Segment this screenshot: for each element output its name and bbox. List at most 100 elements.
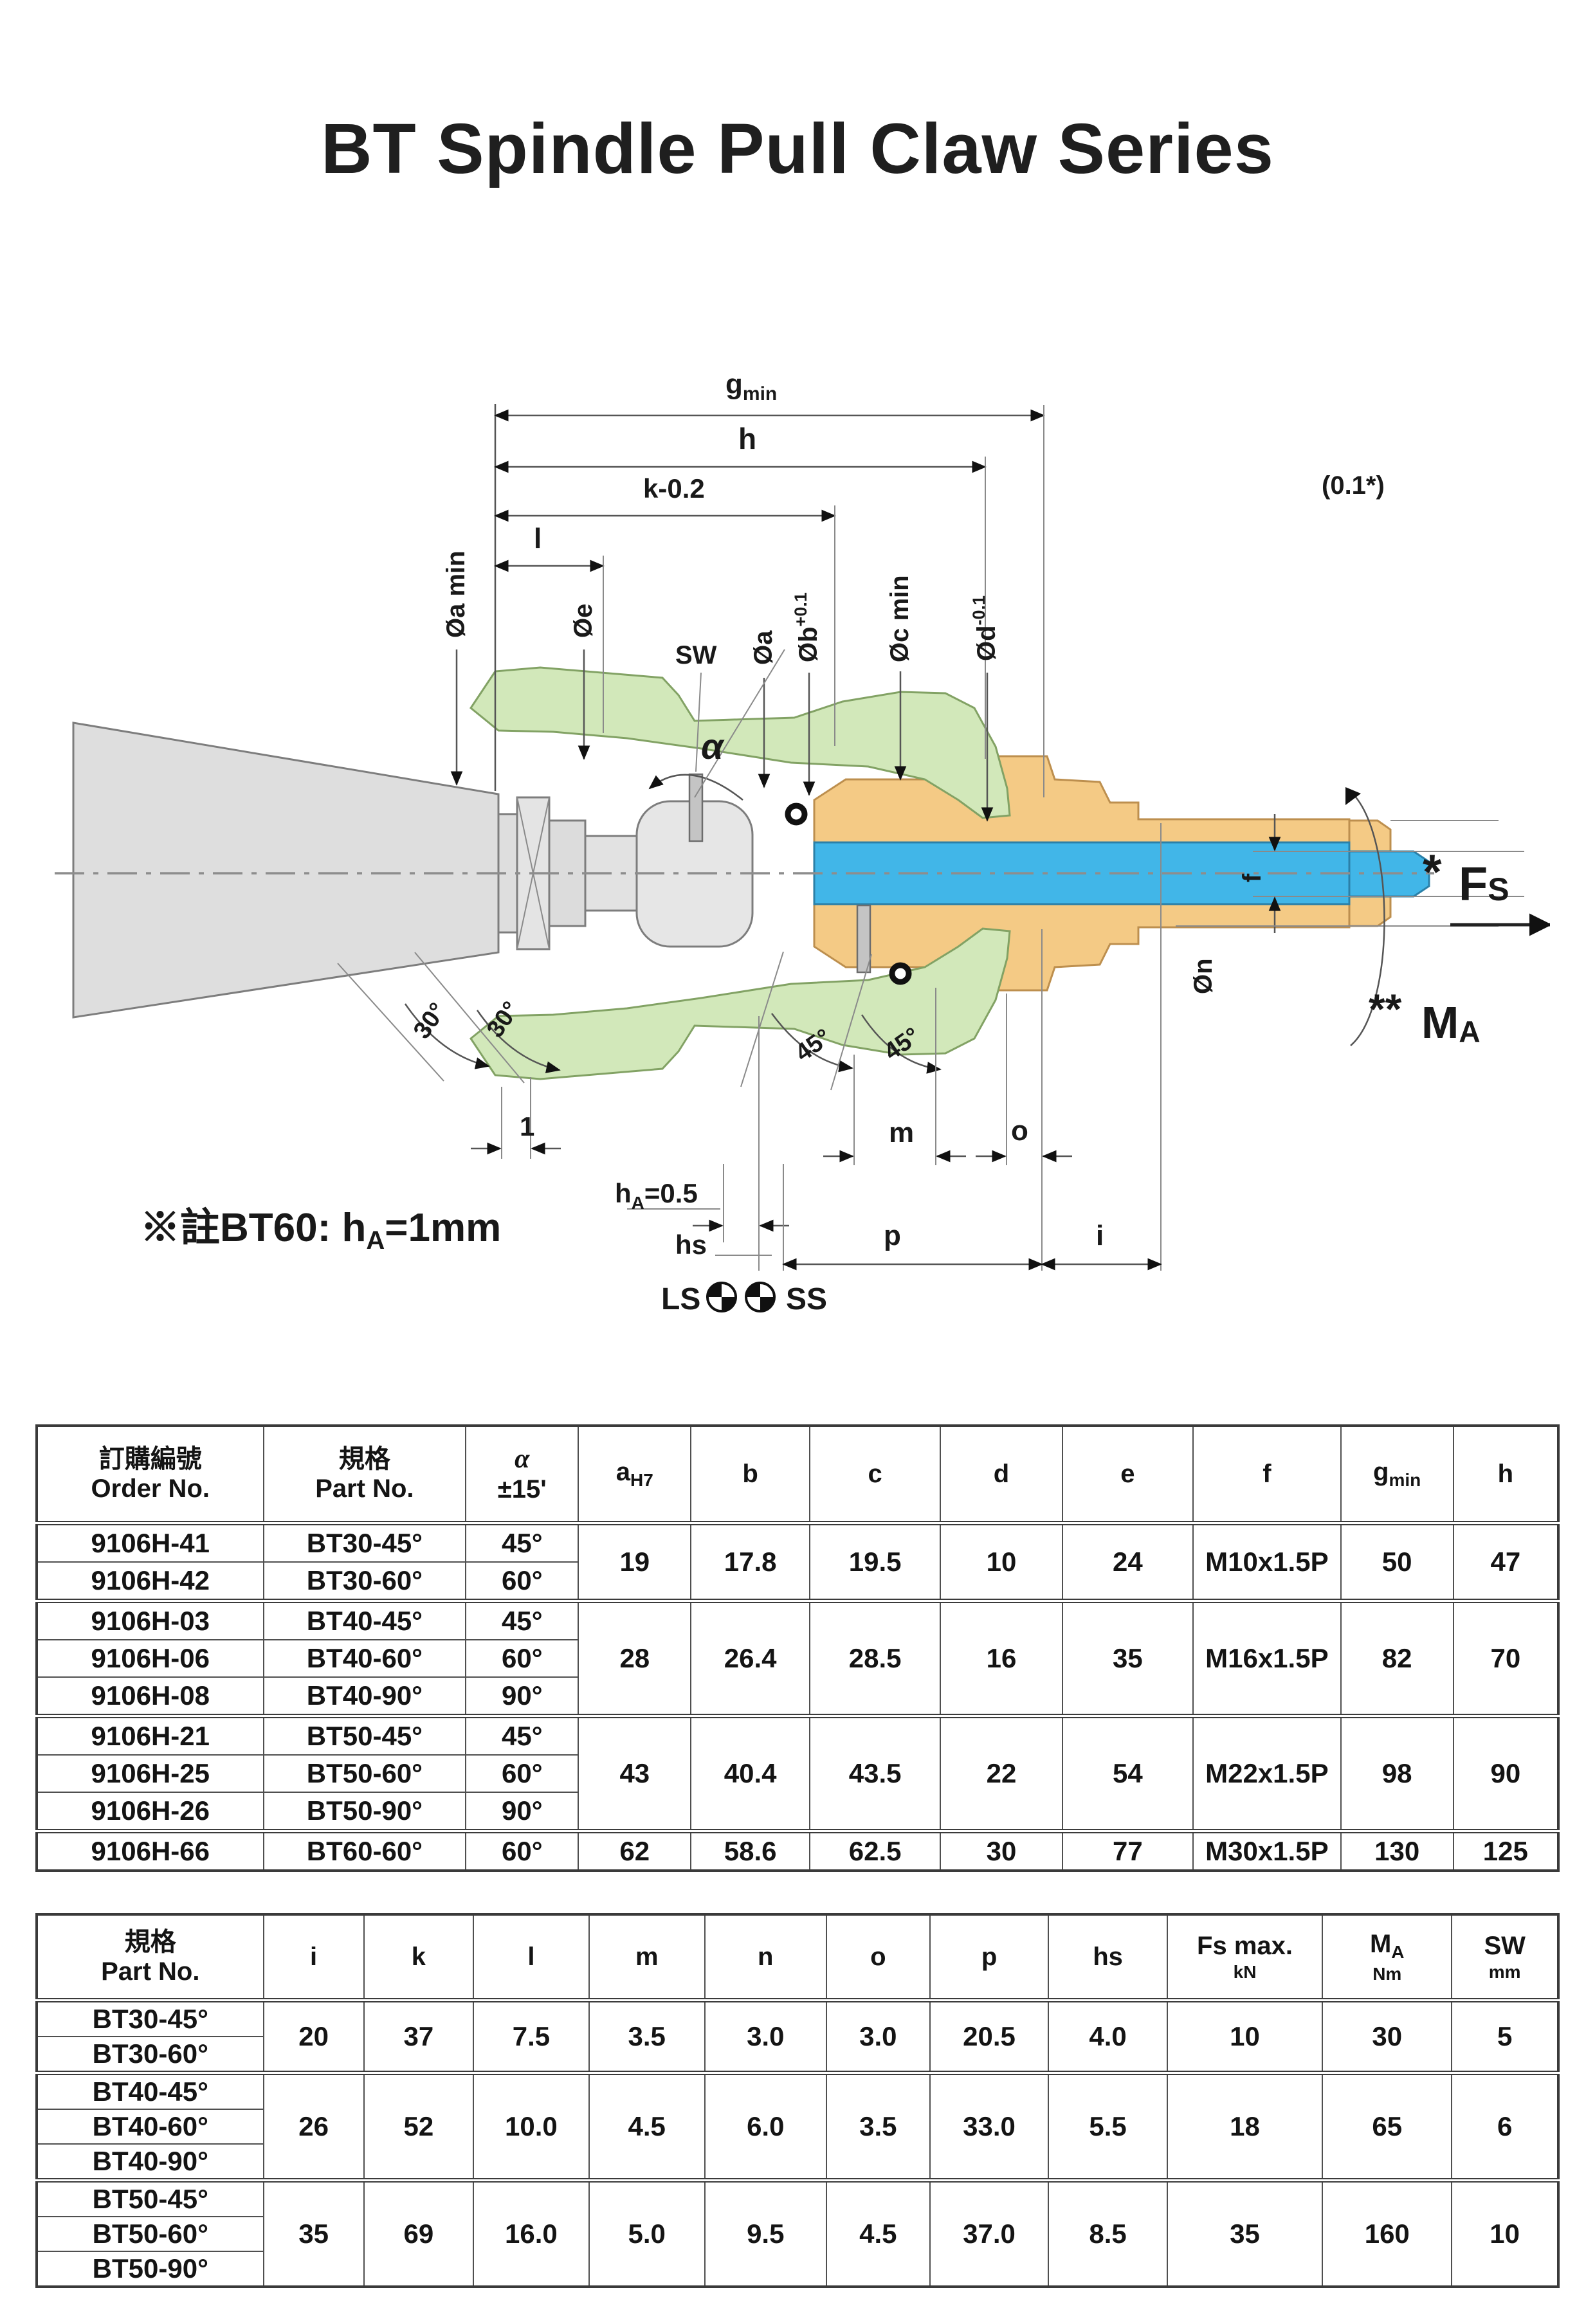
- dim-label-oe: Øe: [569, 604, 597, 638]
- val-g: 98: [1340, 1714, 1454, 1832]
- table-row: 9106H-26 BT50-90° 90°: [36, 1792, 1558, 1832]
- col-n: n: [704, 1914, 827, 2002]
- val-n: 3.0: [704, 1999, 827, 2074]
- datum-label-ls: LS: [661, 1282, 700, 1316]
- val-a: 19: [578, 1522, 692, 1602]
- val-l: 16.0: [473, 2178, 590, 2287]
- dimension-lines: [337, 404, 1550, 1271]
- part-no: BT40-90°: [262, 1676, 467, 1717]
- o-ring-markers: [785, 803, 912, 985]
- val-m: 3.5: [588, 1999, 706, 2074]
- val-fs: 10: [1166, 1999, 1324, 2074]
- val-n: 6.0: [704, 2071, 827, 2181]
- dim-label-i: i: [1096, 1220, 1104, 1251]
- table-row: 9106H-41 BT30-45° 45° 19 17.8 19.5 10 24…: [36, 1522, 1560, 1602]
- val-p: 37.0: [929, 2178, 1050, 2287]
- part-no: BT50-45°: [262, 1714, 467, 1756]
- torque-stars: **: [1369, 985, 1402, 1033]
- val-k: 52: [363, 2071, 475, 2181]
- datum-label-ss: SS: [786, 1282, 827, 1316]
- val-m: 4.5: [588, 2071, 706, 2181]
- val-b: 58.6: [690, 1829, 810, 1871]
- dim-label-ha: hA=0.5: [615, 1178, 698, 1213]
- val-f: M30x1.5P: [1192, 1829, 1342, 1871]
- val-c: 62.5: [808, 1829, 942, 1871]
- val-g: 50: [1340, 1522, 1454, 1602]
- val-h: 125: [1452, 1829, 1560, 1871]
- order-no: 9106H-08: [36, 1676, 264, 1717]
- col-e: e: [1061, 1425, 1194, 1525]
- part-no: BT40-45°: [36, 2071, 264, 2110]
- part-no: BT30-60°: [262, 1561, 467, 1602]
- part-no: BT50-45°: [36, 2178, 264, 2217]
- part-no: BT50-60°: [262, 1754, 467, 1793]
- val-p: 33.0: [929, 2071, 1050, 2181]
- val-i: 20: [262, 1999, 365, 2074]
- part-no: BT40-60°: [262, 1639, 467, 1678]
- table-row: 9106H-08 BT40-90° 90°: [36, 1676, 1558, 1717]
- part-no: BT40-90°: [36, 2143, 264, 2181]
- angle-label-30-1: 30°: [408, 998, 451, 1044]
- order-no: 9106H-41: [36, 1522, 264, 1563]
- val-i: 26: [262, 2071, 365, 2181]
- val-hs: 5.5: [1048, 2071, 1168, 2181]
- col-o: o: [825, 1914, 931, 2002]
- col-hs: hs: [1048, 1914, 1168, 2002]
- val-f: M22x1.5P: [1192, 1714, 1342, 1832]
- alpha-value: 60°: [465, 1639, 579, 1678]
- spindle-taper-cone: [72, 722, 551, 1019]
- dim-label-l: l: [534, 523, 542, 554]
- table-row: BT30-45° 20 37 7.5 3.5 3.0 3.0 20.5 4.0 …: [36, 1999, 1559, 2074]
- val-f: M16x1.5P: [1192, 1599, 1342, 1717]
- table-row: BT40-60°: [36, 2109, 1558, 2145]
- order-no: 9106H-25: [36, 1754, 264, 1793]
- table-row: 9106H-42 BT30-60° 60°: [36, 1561, 1558, 1602]
- table-row: 9106H-21 BT50-45° 45° 43 40.4 43.5 22 54…: [36, 1714, 1560, 1832]
- locking-pins: [688, 773, 871, 974]
- val-d: 30: [940, 1829, 1063, 1871]
- technical-diagram: gmin h k-0.2 l (0.1*) Øa min Øe SW Øa Øb…: [55, 368, 1550, 1316]
- val-e: 35: [1061, 1599, 1194, 1717]
- val-fs: 18: [1166, 2071, 1324, 2181]
- val-e: 77: [1061, 1829, 1194, 1871]
- dim-label-1: 1: [520, 1111, 534, 1141]
- col-m: m: [588, 1914, 706, 2002]
- val-e: 24: [1061, 1522, 1194, 1602]
- torque-label-ma: MA: [1421, 997, 1481, 1048]
- val-c: 28.5: [808, 1599, 942, 1717]
- dim-label-k: k-0.2: [643, 473, 705, 504]
- dim-label-g-min: gmin: [725, 368, 777, 404]
- part-no: BT40-60°: [36, 2109, 264, 2145]
- order-no: 9106H-42: [36, 1561, 264, 1602]
- part-no: BT30-45°: [262, 1522, 467, 1563]
- col-p: p: [929, 1914, 1050, 2002]
- val-c: 43.5: [808, 1714, 942, 1832]
- order-no: 9106H-26: [36, 1792, 264, 1832]
- order-no: 9106H-21: [36, 1714, 264, 1756]
- col-h: h: [1452, 1425, 1560, 1525]
- part-no: BT60-60°: [262, 1829, 467, 1871]
- col-b: b: [690, 1425, 810, 1525]
- alpha-value: 60°: [465, 1829, 579, 1871]
- dim-label-oa: Øa: [749, 630, 778, 665]
- table-row: BT30-60°: [36, 2036, 1558, 2074]
- val-h: 70: [1452, 1599, 1560, 1717]
- force-star: *: [1423, 845, 1442, 900]
- val-l: 7.5: [473, 1999, 590, 2074]
- val-o: 3.5: [825, 2071, 931, 2181]
- dim-label-o: o: [1011, 1115, 1028, 1147]
- dim-label-m: m: [889, 1117, 914, 1148]
- table-row: 9106H-06 BT40-60° 60°: [36, 1639, 1558, 1678]
- val-a: 62: [578, 1829, 692, 1871]
- pull-claw-fingers: [469, 666, 1011, 1080]
- alpha-value: 45°: [465, 1599, 579, 1640]
- val-h: 47: [1452, 1522, 1560, 1602]
- val-b: 17.8: [690, 1522, 810, 1602]
- val-sw: 10: [1451, 2178, 1559, 2287]
